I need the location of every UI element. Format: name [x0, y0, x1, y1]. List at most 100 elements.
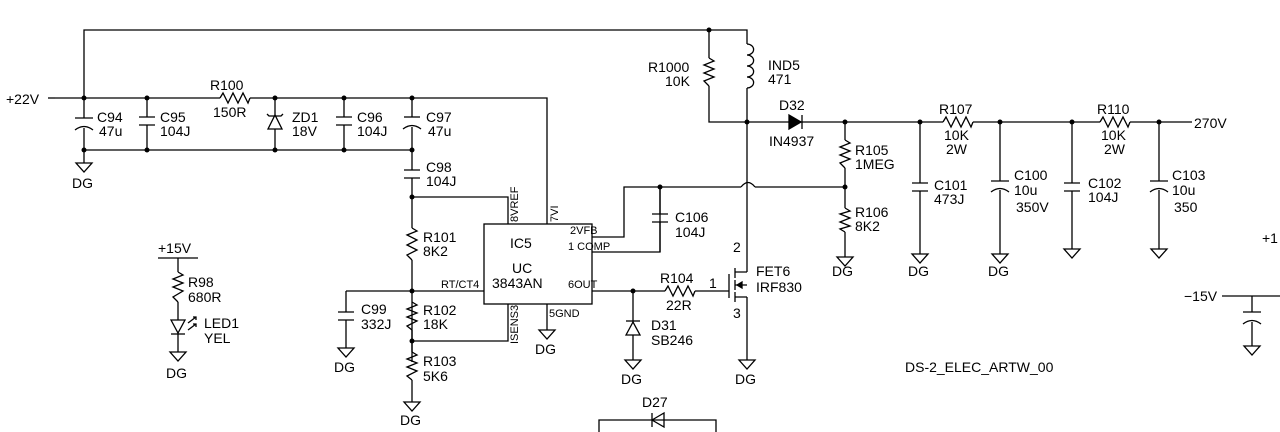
capacitor-symbols [74, 116, 1262, 325]
r104-symbol [664, 284, 696, 298]
r98-symbol [171, 271, 185, 303]
ground-label: DG [988, 263, 1009, 279]
r106-value: 8K2 [855, 218, 880, 234]
r105-value: 1MEG [855, 156, 895, 172]
c100-value: 10u [1014, 182, 1037, 198]
ground-label: DG [621, 371, 642, 387]
r103-symbol [405, 351, 419, 381]
c101-ref: C101 [934, 177, 968, 193]
net-plus22-label: +22V [6, 91, 40, 107]
c94-value: 47u [99, 123, 122, 139]
ic5-pin-comp: 1 COMP [568, 241, 610, 253]
c95-ref: C95 [160, 109, 186, 125]
ic5-part2: 3843AN [492, 275, 543, 291]
ground-label: DG [166, 365, 187, 381]
ground-label: DG [535, 341, 556, 357]
led1-symbol [169, 316, 197, 335]
r100-value: 150R [213, 104, 246, 120]
d27-ref: D27 [642, 394, 668, 410]
c97-symbol [402, 116, 422, 130]
zd1-symbol [266, 113, 284, 130]
c102-symbol [1064, 182, 1080, 192]
r110-ref: R110 [1097, 101, 1130, 117]
ic5-ref: IC5 [510, 235, 532, 251]
r98-ref: R98 [188, 274, 214, 290]
c99-symbol [338, 311, 354, 321]
r107-rating: 2W [946, 141, 968, 157]
c-minus15-symbol [1242, 311, 1262, 325]
r98-value: 680R [188, 289, 221, 305]
r107-value: 10K [944, 127, 970, 143]
c102-ref: C102 [1088, 175, 1122, 191]
r105-symbol [838, 139, 852, 169]
r106-symbol [838, 207, 852, 233]
ind5-symbol [746, 43, 755, 89]
ic5-pin-vi: 7VI [549, 205, 561, 222]
drawing-id-text: DS-2_ELEC_ARTW_00 [905, 359, 1054, 375]
net-270v-label: 270V [1194, 115, 1227, 131]
led1-value: YEL [204, 330, 231, 346]
ind5-ref: IND5 [768, 57, 800, 73]
c95-value: 104J [160, 123, 190, 139]
zd1-ref: ZD1 [292, 109, 319, 125]
c96-ref: C96 [357, 109, 383, 125]
c94-symbol [74, 117, 94, 131]
fet6-pin-source: 3 [733, 305, 741, 321]
r110-value: 10K [1101, 127, 1127, 143]
fet6-symbol [728, 264, 748, 304]
c98-ref: C98 [426, 159, 452, 175]
d31-ref: D31 [651, 317, 677, 333]
c106-symbol [652, 213, 668, 223]
c98-value: 104J [426, 173, 456, 189]
c106-value: 104J [675, 224, 705, 240]
r107-ref: R107 [939, 101, 973, 117]
net-minus15-label: −15V [1184, 288, 1218, 304]
c96-value: 104J [357, 123, 387, 139]
zd1-value: 18V [292, 123, 318, 139]
r1000-ref: R1000 [648, 59, 689, 75]
ic5-body [483, 223, 593, 305]
c102-value: 104J [1088, 189, 1118, 205]
d32-ref: D32 [779, 97, 805, 113]
r102-value: 18K [423, 316, 449, 332]
ic5-part1: UC [512, 260, 532, 276]
r1000-value: 10K [665, 73, 691, 89]
r104-ref: R104 [660, 270, 694, 286]
c103-rating: 350 [1174, 199, 1198, 215]
d31-value: SB246 [651, 332, 693, 348]
ground-label: DG [832, 263, 853, 279]
fet6-pin-drain: 2 [733, 239, 741, 255]
r110-symbol [1099, 115, 1131, 129]
net-plus15-label: +15V [158, 240, 192, 256]
ic5-pin-out: 6OUT [568, 279, 598, 291]
ic5-pin-rtct: RT/CT4 [441, 279, 479, 291]
ground-label: DG [334, 359, 355, 375]
r102-symbol [405, 301, 419, 331]
r103-ref: R103 [423, 353, 457, 369]
c94-ref: C94 [97, 109, 123, 125]
c96-symbol [336, 116, 352, 126]
d32-symbol [788, 113, 803, 131]
c99-value: 332J [361, 316, 391, 332]
c100-symbol [990, 180, 1010, 193]
c103-value: 10u [1172, 182, 1195, 198]
ic5-pin-isens: ISENS3 [509, 305, 521, 344]
c106-ref: C106 [675, 209, 709, 225]
junction-dots [81, 27, 1162, 344]
ic5-pin-gnd: 5GND [549, 308, 580, 320]
c95-symbol [139, 116, 155, 126]
fet6-ref: FET6 [756, 263, 790, 279]
c97-value: 47u [428, 123, 451, 139]
c99-ref: C99 [361, 301, 387, 317]
r100-ref: R100 [210, 77, 244, 93]
r110-rating: 2W [1104, 141, 1126, 157]
ground-label: DG [908, 263, 929, 279]
c103-ref: C103 [1172, 167, 1206, 183]
r1000-symbol [702, 57, 716, 87]
c97-ref: C97 [426, 109, 452, 125]
fet6-value: IRF830 [756, 279, 802, 295]
r105-ref: R105 [855, 142, 889, 158]
ground-label: DG [735, 371, 756, 387]
labels: +22V 270V +15V −15V +1 DG DG DG DG DG DG… [6, 57, 1278, 428]
